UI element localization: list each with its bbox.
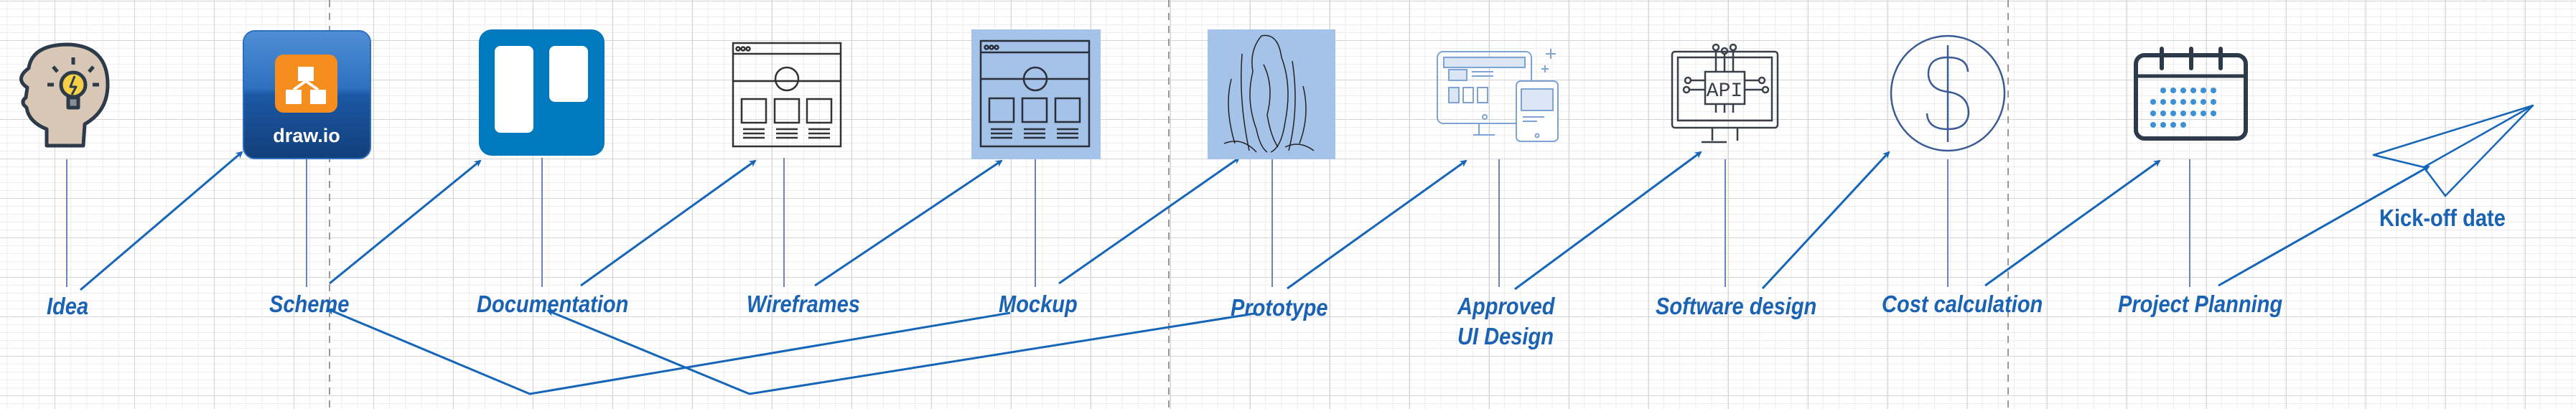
calendar-day-dot bbox=[2170, 111, 2176, 116]
arrow-mockup-back-to-scheme[interactable] bbox=[327, 308, 1011, 395]
stage-label-approved: Approved bbox=[1457, 293, 1555, 319]
drawio-logo-text: draw.io bbox=[273, 125, 340, 146]
calendar-day-dot bbox=[2160, 99, 2166, 105]
drawio-logo-icon: draw.io bbox=[243, 30, 371, 159]
wireframe-icon bbox=[732, 42, 842, 148]
sketch-prototype-icon bbox=[1208, 29, 1335, 159]
api-text: API bbox=[1707, 80, 1742, 103]
arrow-prototype-back-to-documentation[interactable] bbox=[546, 309, 1255, 395]
calendar-day-dot bbox=[2180, 122, 2186, 128]
flow-arrows bbox=[80, 151, 2430, 395]
stage-label-ui-design: UI Design bbox=[1457, 323, 1554, 349]
arrow-mockup-to-prototype[interactable] bbox=[1058, 156, 1241, 285]
goal-label-kickoff-date: Kick-off date bbox=[2379, 204, 2506, 231]
trello-board-icon bbox=[479, 29, 605, 156]
stage-label-mockup: Mockup bbox=[999, 291, 1078, 317]
arrow-prototype-to-approved[interactable] bbox=[1287, 159, 1467, 290]
arrow-idea-to-scheme[interactable] bbox=[80, 151, 243, 291]
calendar-day-dot bbox=[2180, 88, 2186, 93]
calendar-day-dot bbox=[2180, 99, 2186, 105]
responsive-devices-icon bbox=[1437, 49, 1559, 142]
calendar-day-dot bbox=[2190, 88, 2196, 93]
calendar-day-dot bbox=[2160, 88, 2166, 93]
dollar-coin-icon bbox=[1890, 34, 2006, 152]
stage-label-documentation: Documentation bbox=[477, 291, 629, 317]
stage-label-project-planning: Project Planning bbox=[2118, 291, 2283, 317]
paper-plane-icon bbox=[2372, 104, 2534, 197]
calendar-day-dot bbox=[2150, 111, 2156, 116]
calendar-day-dot bbox=[2180, 111, 2186, 116]
stage-label-wireframes: Wireframes bbox=[747, 291, 860, 317]
arrow-approved-to-software[interactable] bbox=[1514, 151, 1702, 291]
calendar-day-dot bbox=[2201, 88, 2206, 93]
calendar-day-dot bbox=[2170, 88, 2176, 93]
stems bbox=[66, 158, 2190, 287]
calendar-day-dot bbox=[2150, 122, 2156, 128]
arrow-scheme-to-documentation[interactable] bbox=[329, 159, 482, 285]
stage-label-idea: Idea bbox=[47, 293, 89, 319]
calendar-day-dot bbox=[2211, 111, 2216, 116]
calendar-icon bbox=[2134, 47, 2248, 141]
arrow-cost-to-planning[interactable] bbox=[1984, 159, 2161, 287]
calendar-day-dot bbox=[2201, 111, 2206, 116]
arrow-wireframes-to-mockup[interactable] bbox=[814, 159, 1003, 287]
api-monitor-icon: API bbox=[1671, 43, 1779, 144]
stage-label-cost-calculation: Cost calculation bbox=[1882, 291, 2043, 317]
stage-label-scheme: Scheme bbox=[269, 291, 350, 317]
calendar-day-dot bbox=[2211, 88, 2216, 93]
arrow-planning-to-kickoff[interactable] bbox=[2218, 165, 2430, 287]
arrow-documentation-to-wireframes[interactable] bbox=[580, 159, 757, 287]
lightbulb-head-icon bbox=[19, 42, 110, 148]
mockup-icon bbox=[971, 29, 1101, 159]
calendar-day-dot bbox=[2190, 111, 2196, 116]
calendar-day-dot bbox=[2150, 99, 2156, 105]
calendar-day-dot bbox=[2201, 99, 2206, 105]
calendar-day-dot bbox=[2160, 122, 2166, 128]
calendar-day-dot bbox=[2211, 99, 2216, 105]
stage-label-software-design: Software design bbox=[1656, 293, 1817, 319]
calendar-day-dot bbox=[2160, 111, 2166, 116]
calendar-day-dot bbox=[2170, 122, 2176, 128]
calendar-day-dot bbox=[2170, 99, 2176, 105]
stage-label-prototype: Prototype bbox=[1231, 294, 1328, 321]
arrow-software-to-cost[interactable] bbox=[1761, 151, 1890, 290]
calendar-day-dot bbox=[2190, 99, 2196, 105]
